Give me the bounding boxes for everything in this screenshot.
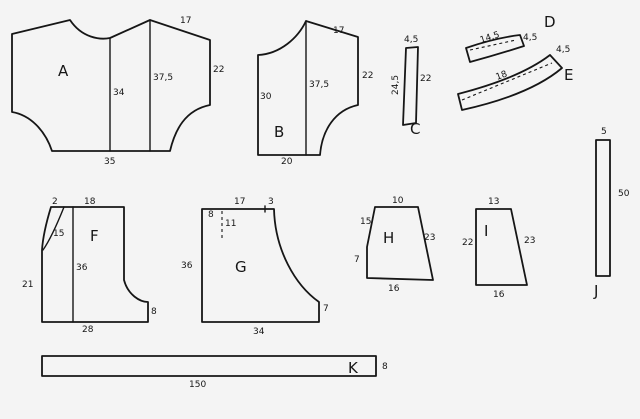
piece-j-side-dim: 50 — [618, 189, 630, 199]
piece-c-left-dim: 24,5 — [391, 75, 401, 95]
piece-g-topright-dim: 3 — [268, 197, 274, 207]
piece-f: F 2 18 15 21 36 28 8 — [22, 197, 157, 335]
piece-c: C 4,5 24,5 22 — [391, 35, 431, 138]
piece-j-top-dim: 5 — [601, 127, 607, 137]
piece-g-dashed-dim: 11 — [225, 219, 236, 229]
piece-d-fold-line — [469, 39, 517, 51]
piece-b-left-dim: 30 — [260, 92, 272, 102]
piece-f-diag-line — [42, 206, 65, 251]
piece-k-bottom-dim: 150 — [189, 380, 206, 390]
piece-f-left-dim: 21 — [22, 280, 33, 290]
piece-j-outline — [595, 139, 611, 277]
piece-h-right-dim: 23 — [424, 233, 435, 243]
piece-f-letter: F — [90, 227, 99, 245]
piece-e-outline — [457, 54, 563, 111]
piece-a-top-dim: 17 — [180, 16, 191, 26]
piece-i-letter: I — [484, 222, 488, 240]
piece-g: G 17 3 8 11 36 34 7 — [181, 197, 329, 337]
piece-k-side-dim: 8 — [382, 362, 388, 372]
piece-e-center-dim: 18 — [495, 69, 509, 82]
piece-h-lefttop-dim: 15 — [360, 217, 371, 227]
piece-d-top-dim: 14,5 — [479, 30, 501, 46]
piece-b-bottom-dim: 20 — [281, 157, 293, 167]
piece-a-mid-dim: 37,5 — [153, 73, 173, 83]
piece-f-right-dim: 8 — [151, 307, 157, 317]
piece-i-outline — [475, 208, 528, 286]
piece-b: B 17 22 37,5 30 20 — [257, 20, 373, 167]
piece-i: I 13 22 23 16 — [462, 197, 535, 300]
piece-g-small-side-dim: 8 — [208, 210, 214, 220]
piece-d-side-dim: 4,5 — [523, 33, 537, 43]
piece-d: D 14,5 4,5 — [465, 13, 556, 63]
piece-e: E 4,5 18 — [457, 45, 573, 111]
piece-b-outline — [257, 20, 359, 156]
piece-a-center-dim: 34 — [113, 88, 125, 98]
piece-d-outline — [465, 34, 525, 63]
piece-i-right-dim: 23 — [524, 236, 535, 246]
piece-g-letter: G — [235, 258, 247, 276]
piece-f-center-dim: 36 — [76, 263, 88, 273]
piece-h-top-dim: 10 — [392, 196, 404, 206]
piece-f-bottom-dim: 28 — [82, 325, 94, 335]
piece-a-bottom-dim: 35 — [104, 157, 115, 167]
piece-k-letter: K — [348, 359, 359, 377]
piece-f-topleft-dim: 2 — [52, 197, 58, 207]
piece-a: A 17 22 34 37,5 35 — [11, 16, 224, 167]
piece-g-bottom-dim: 34 — [253, 327, 265, 337]
piece-j: J 5 50 — [593, 127, 630, 300]
piece-i-bottom-dim: 16 — [493, 290, 505, 300]
piece-a-letter: A — [58, 62, 69, 80]
piece-f-diag-dim: 15 — [53, 229, 64, 239]
piece-i-left-dim: 22 — [462, 238, 473, 248]
piece-f-top-dim: 18 — [84, 197, 96, 207]
piece-c-letter: C — [410, 120, 420, 138]
piece-f-outline — [41, 206, 149, 323]
piece-c-outline — [402, 46, 419, 126]
piece-i-top-dim: 13 — [488, 197, 499, 207]
piece-e-side-dim: 4,5 — [556, 45, 570, 55]
piece-k: K 8 150 — [41, 355, 388, 390]
piece-g-top-dim: 17 — [234, 197, 245, 207]
piece-h-outline — [366, 206, 434, 281]
piece-h-letter: H — [383, 229, 394, 247]
piece-a-outline — [11, 19, 211, 152]
piece-g-outline — [201, 208, 320, 323]
piece-c-right-dim: 22 — [420, 74, 431, 84]
piece-b-mid-dim: 37,5 — [309, 80, 329, 90]
piece-h-bottom-dim: 16 — [388, 284, 400, 294]
piece-k-outline — [41, 355, 377, 377]
piece-g-right-dim: 7 — [323, 304, 329, 314]
piece-b-side-dim: 22 — [362, 71, 373, 81]
piece-h-left-dim: 7 — [354, 255, 360, 265]
piece-a-side-dim: 22 — [213, 65, 224, 75]
piece-b-letter: B — [274, 123, 284, 141]
piece-d-letter: D — [544, 13, 556, 31]
piece-c-top-dim: 4,5 — [404, 35, 418, 45]
piece-e-fold-line — [461, 62, 553, 101]
piece-j-letter: J — [593, 282, 598, 300]
piece-e-letter: E — [564, 66, 573, 84]
piece-b-top-dim: 17 — [333, 26, 344, 36]
piece-g-left-dim: 36 — [181, 261, 193, 271]
piece-h: H 10 15 23 7 16 — [354, 196, 435, 294]
